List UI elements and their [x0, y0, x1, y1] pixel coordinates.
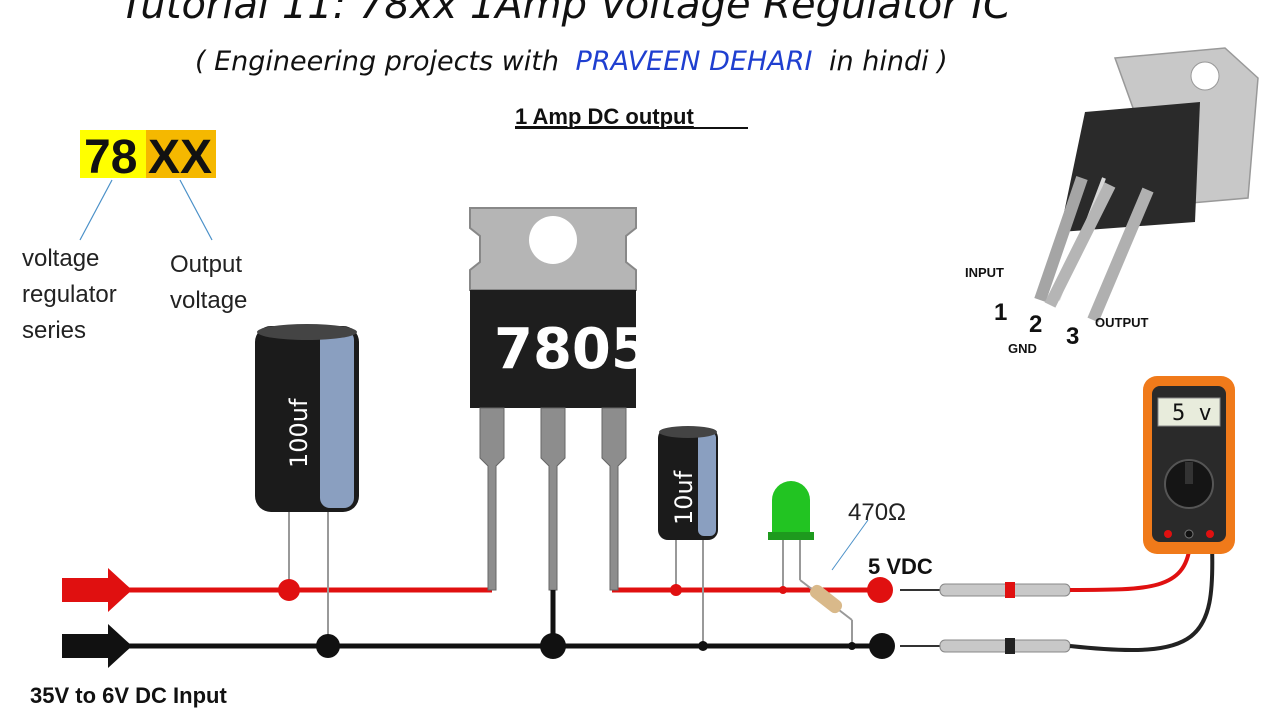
subtitle-suffix: in hindi ): [829, 46, 948, 77]
input-capacitor-label: 100uf: [285, 398, 313, 468]
page-title: Tutorial 11: 78xx 1Amp Voltage Regulator…: [120, 0, 1011, 28]
red-probe: [900, 544, 1192, 598]
junction-dot: [670, 584, 682, 596]
pin-gnd-label: GND: [1008, 341, 1037, 356]
output-capacitor-label: 10uf: [670, 470, 698, 525]
regulator-pinout-illustration: [1034, 47, 1259, 323]
subtitle: ( Engineering projects with PRAVEEN DEHA…: [195, 46, 948, 77]
series-pointer: [79, 179, 113, 241]
author-name: PRAVEEN DEHARI: [576, 46, 813, 77]
junction-dot: [848, 642, 856, 650]
input-capacitor: 100uf: [255, 324, 359, 646]
pin-2-number: 2: [1029, 311, 1042, 338]
resistor-pointer: [831, 519, 869, 571]
part-code-prefix-bg: [80, 130, 146, 178]
junction-dot: [698, 641, 708, 651]
output-voltage-label: Output voltage: [170, 251, 249, 314]
pin-input-label: INPUT: [965, 265, 1004, 280]
subtitle-prefix: ( Engineering projects with: [195, 46, 559, 77]
junction-dot: [540, 633, 566, 659]
part-code: 78 XX: [80, 130, 216, 184]
part-code-prefix: 78: [84, 131, 137, 184]
series-label: voltage regulator series: [22, 245, 123, 344]
junction-dot: [278, 579, 300, 601]
junction-dot: [316, 634, 340, 658]
resistor: [799, 579, 853, 646]
output-heading: 1 Amp DC output: [515, 104, 694, 129]
resistor-label: 470Ω: [848, 499, 906, 526]
pin-3-number: 3: [1066, 323, 1079, 350]
regulator-label: 7805: [494, 317, 650, 382]
output-voltage-value: 5 VDC: [868, 554, 933, 579]
ground-input-arrow-icon: [62, 624, 132, 668]
voltage-regulator-7805: 7805: [469, 207, 650, 591]
pin-output-label: OUTPUT: [1095, 315, 1149, 330]
positive-input-arrow-icon: [62, 568, 132, 612]
part-code-suffix: XX: [148, 131, 212, 184]
multimeter-display: 5 v: [1172, 401, 1212, 426]
pin-1-number: 1: [994, 299, 1007, 326]
junction-dot: [779, 586, 787, 594]
green-led: [768, 481, 814, 590]
junction-dot: [867, 577, 893, 603]
input-voltage-label: 35V to 6V DC Input: [30, 683, 227, 708]
part-code-suffix-bg: [146, 130, 216, 178]
black-probe: [900, 544, 1215, 654]
multimeter: 5 v: [1143, 376, 1235, 554]
output-pointer: [179, 179, 213, 241]
junction-dot: [869, 633, 895, 659]
output-capacitor: 10uf: [658, 426, 718, 646]
